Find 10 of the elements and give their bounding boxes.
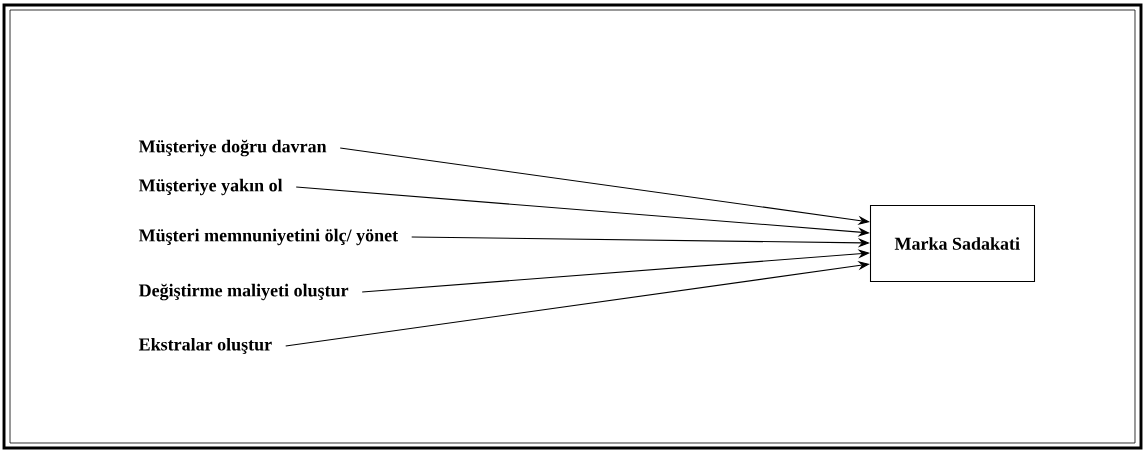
arrow bbox=[295, 186, 870, 237]
text-label: Müşteriye yakın ol bbox=[138, 178, 283, 196]
arrow bbox=[361, 249, 870, 293]
arrow bbox=[339, 147, 870, 225]
text-label: Müşteri memnuniyetini ölç/ yönet bbox=[138, 228, 398, 246]
text-label: Müşteriye doğru davran bbox=[138, 139, 327, 157]
text-label: Ekstralar oluştur bbox=[138, 337, 272, 355]
arrow bbox=[285, 261, 870, 347]
concept-box: Marka Sadakati bbox=[869, 204, 1036, 283]
text-label: Değiştirme maliyeti oluştur bbox=[138, 283, 349, 301]
